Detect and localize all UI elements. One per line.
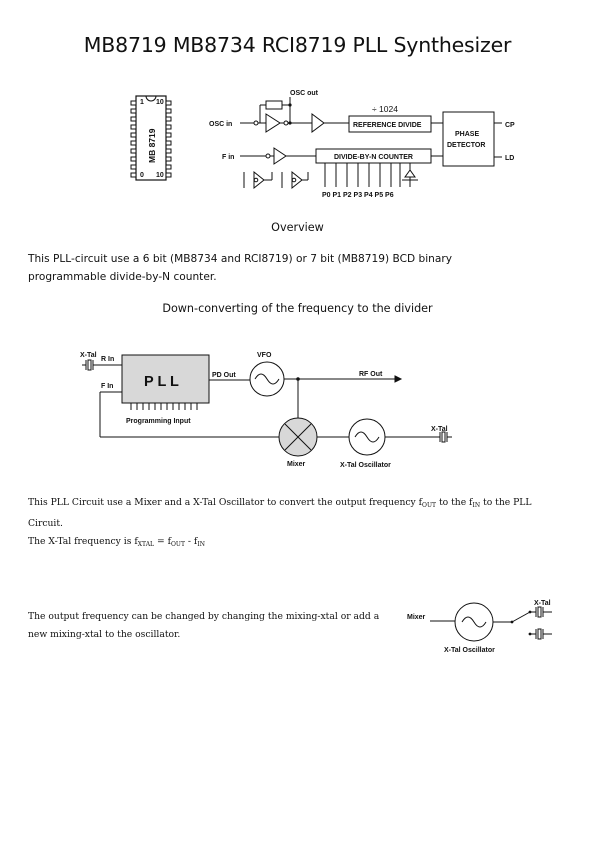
divide-1024-label: ÷ 1024 (372, 104, 398, 114)
xtal-oscillator-label-2: X-Tal Oscillator (444, 647, 495, 654)
phase-label: PHASE (455, 131, 479, 138)
mixer-paragraph: This PLL Circuit use a Mixer and a X-Tal… (28, 494, 548, 554)
pll-block-diagram: 1 10 0 10 MB 8719 OSC out OSC in ÷ 1024 … (130, 90, 515, 199)
overview-heading: Overview (271, 221, 324, 234)
xtal-left-label: X-Tal (80, 352, 97, 359)
xtal-right-label: X-Tal (431, 426, 448, 433)
osc-out-label: OSC out (290, 90, 319, 97)
f-in-label-2: F In (101, 383, 113, 390)
reference-divide-label: REFERENCE DIVIDE (353, 122, 422, 129)
p-pin-labels: P0 P1 P2 P3 P4 P5 P6 (322, 192, 394, 199)
pll-block-label: P L L (144, 374, 179, 390)
vfo-label: VFO (257, 352, 272, 359)
xtal-formula-line: The X-Tal frequency is fXTAL = fOUT - fI… (28, 536, 205, 548)
f-in-label: F in (222, 154, 234, 161)
chip-pin-10-bottom: 10 (156, 172, 164, 179)
chip-pin-10-top: 10 (156, 99, 164, 106)
divide-by-n-label: DIVIDE-BY-N COUNTER (334, 154, 413, 161)
programming-input-label: Programming Input (126, 418, 191, 425)
chip-label: MB 8719 (147, 128, 157, 163)
overview-line-1: This PLL-circuit use a 6 bit (MB8734 and… (28, 253, 452, 265)
detector-label: DETECTOR (447, 142, 485, 149)
osc-in-label: OSC in (209, 121, 232, 128)
down-converting-heading: Down-converting of the frequency to the … (162, 302, 433, 315)
overview-line-2: programmable divide-by-N counter. (28, 271, 217, 283)
ld-label: LD (505, 155, 514, 162)
output-frequency-paragraph: The output frequency can be changed by c… (28, 608, 408, 644)
xtal-label-3: X-Tal (534, 600, 551, 607)
page-title: MB8719 MB8734 RCI8719 PLL Synthesizer (83, 33, 512, 57)
down-conversion-diagram: X-Tal R In F In P L L PD Out VFO RF Out … (80, 352, 452, 469)
mixer-line-2: Circuit. (28, 518, 63, 529)
mixer-label-2: Mixer (407, 614, 426, 621)
cp-label: CP (505, 122, 515, 129)
chip-pin-1: 1 (140, 99, 144, 106)
mixer-line-1: This PLL Circuit use a Mixer and a X-Tal… (28, 497, 532, 509)
pd-out-label: PD Out (212, 372, 236, 379)
xtal-switch-diagram: Mixer X-Tal X-Tal Oscillator (407, 600, 552, 654)
rf-out-label: RF Out (359, 371, 383, 378)
mixer-label: Mixer (287, 461, 306, 468)
overview-text: This PLL-circuit use a 6 bit (MB8734 and… (28, 250, 548, 286)
output-line-2: new mixing-xtal to the oscillator. (28, 629, 181, 640)
r-in-label: R In (101, 356, 114, 363)
xtal-oscillator-label: X-Tal Oscillator (340, 462, 391, 469)
chip-pin-0: 0 (140, 172, 144, 179)
chip-dip: 1 10 0 10 MB 8719 (130, 95, 172, 181)
output-line-1: The output frequency can be changed by c… (28, 611, 380, 622)
